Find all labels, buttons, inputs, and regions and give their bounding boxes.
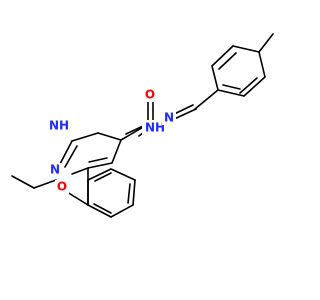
carbonyl-oxygen-label: O — [145, 88, 155, 102]
toluene-inner-1 — [239, 77, 258, 94]
aryl-inner-1 — [93, 203, 112, 214]
imine-n-label: N — [164, 111, 174, 125]
aryl-bond-5 — [87, 168, 112, 181]
amide-nh-label: NH — [145, 121, 165, 135]
toluene-bond-6 — [232, 45, 260, 53]
toluene-bond-3 — [217, 89, 245, 97]
pyrazole-n-label-bg — [48, 163, 62, 177]
background — [0, 0, 300, 300]
pyrazole-bond-2 — [111, 139, 122, 164]
benzylidene-ring-bond — [194, 89, 219, 110]
toluene-inner-2 — [218, 52, 237, 70]
pyrazole-n-label: N — [50, 163, 60, 177]
methyl-bond — [258, 33, 274, 53]
pyrazole-bond-6 — [71, 132, 99, 142]
ether-oxygen-label: O — [57, 180, 67, 194]
toluene-bond-4 — [211, 65, 219, 91]
aryl-inner-2 — [127, 183, 131, 204]
amide-nh-label-bg — [142, 120, 168, 136]
pyrazole-bond-5 — [59, 140, 73, 165]
aryl-bond-4 — [110, 168, 136, 181]
pyrazole-nh-label-bg — [45, 118, 73, 134]
pyrazole-n-double — [64, 145, 78, 168]
carbonyl-to-pyrazole — [120, 125, 146, 141]
aryl-bond-3 — [132, 179, 136, 206]
toluene-bond-2 — [243, 76, 266, 97]
atom-labels: O NH N NH N O — [45, 88, 176, 194]
imine-n-label-bg — [162, 111, 176, 125]
aryl-inner-3 — [94, 172, 112, 182]
pyrazole-bond-1 — [97, 132, 122, 141]
aryl-bond-1 — [87, 204, 112, 218]
toluene-bond-5 — [211, 45, 234, 67]
aryl-ether-bond — [66, 191, 89, 206]
structure-canvas: O NH N NH N O — [0, 0, 300, 300]
carbonyl-oxygen-label-bg — [143, 88, 157, 102]
pyrazole-inner-double — [88, 157, 108, 163]
pyrazole-nh-label: NH — [49, 119, 69, 133]
amide-n-carbonyl — [125, 125, 144, 135]
molecule-structure: O NH N NH N O — [0, 0, 300, 300]
toluene-bond-1 — [258, 51, 266, 78]
pyrazole-bond-4 — [71, 167, 89, 175]
ether-oxygen-label-bg — [55, 180, 69, 194]
toluene-inner-3 — [222, 84, 241, 90]
pyrazole-bond-3 — [87, 162, 113, 169]
ethoxy-bond-1 — [33, 179, 57, 189]
aryl-bond-2 — [110, 204, 134, 218]
ethoxy-bond-2 — [11, 175, 35, 189]
